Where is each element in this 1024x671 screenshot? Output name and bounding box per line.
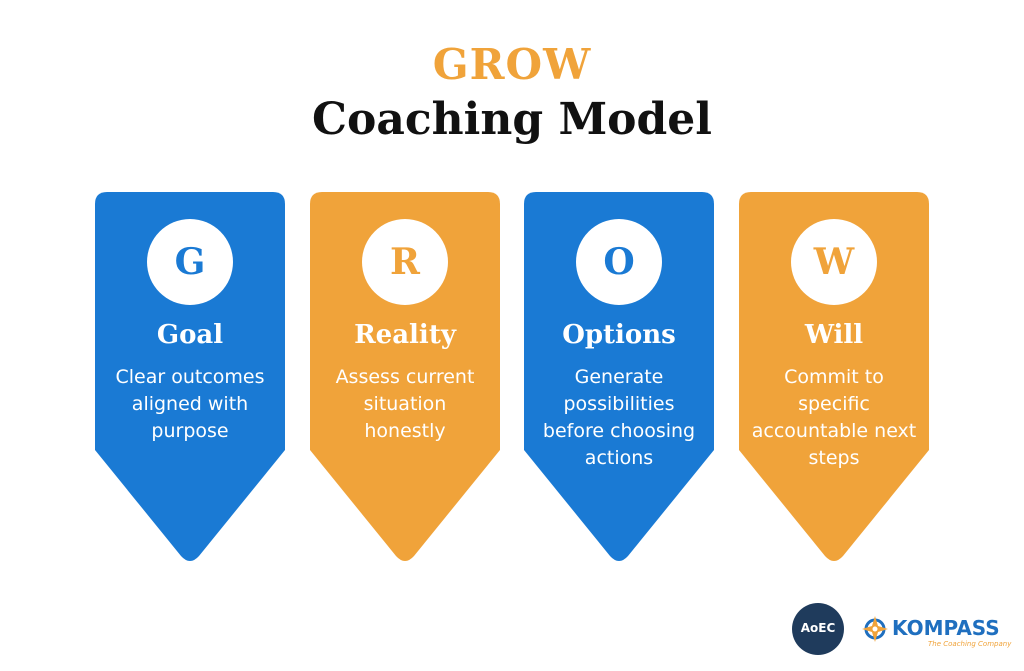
card-title-goal: Goal [156, 320, 224, 350]
badge-w: W [791, 219, 877, 305]
card-reality: R Reality Assess current situation hones… [310, 192, 500, 562]
card-title-reality: Reality [354, 320, 456, 350]
card-desc-goal: Clear outcomes aligned with purpose [115, 366, 265, 442]
badge-r: R [362, 219, 448, 305]
card-title-will: Will [804, 320, 864, 350]
kompass-tagline: The Coaching Company [928, 640, 1012, 648]
badge-g: G [147, 219, 233, 305]
card-goal: G Goal Clear outcomes aligned with purpo… [95, 192, 285, 562]
kompass-logo: KOMPASS The Coaching Company [862, 612, 1012, 652]
card-desc-reality: Assess current situation honestly [335, 366, 475, 442]
card-will: W Will Commit to specific accountable ne… [739, 192, 929, 562]
title-coaching-model: Coaching Model [312, 94, 712, 145]
card-will-shape [739, 192, 929, 561]
card-goal-shape [95, 192, 285, 561]
kompass-wordmark: KOMPASS [892, 616, 1000, 640]
title-grow: GROW [432, 40, 592, 89]
card-desc-options: Generate possibilities before choosing a… [542, 366, 696, 469]
aoec-logo: AoEC [792, 603, 844, 655]
card-options: O Options Generate possibilities before … [524, 192, 714, 562]
card-reality-shape [310, 192, 500, 561]
compass-icon [862, 616, 888, 642]
aoec-logo-text: AoEC [800, 621, 836, 635]
badge-o: O [576, 219, 662, 305]
card-title-options: Options [562, 320, 676, 350]
card-options-shape [524, 192, 714, 561]
card-desc-will: Commit to specific accountable next step… [751, 366, 917, 469]
